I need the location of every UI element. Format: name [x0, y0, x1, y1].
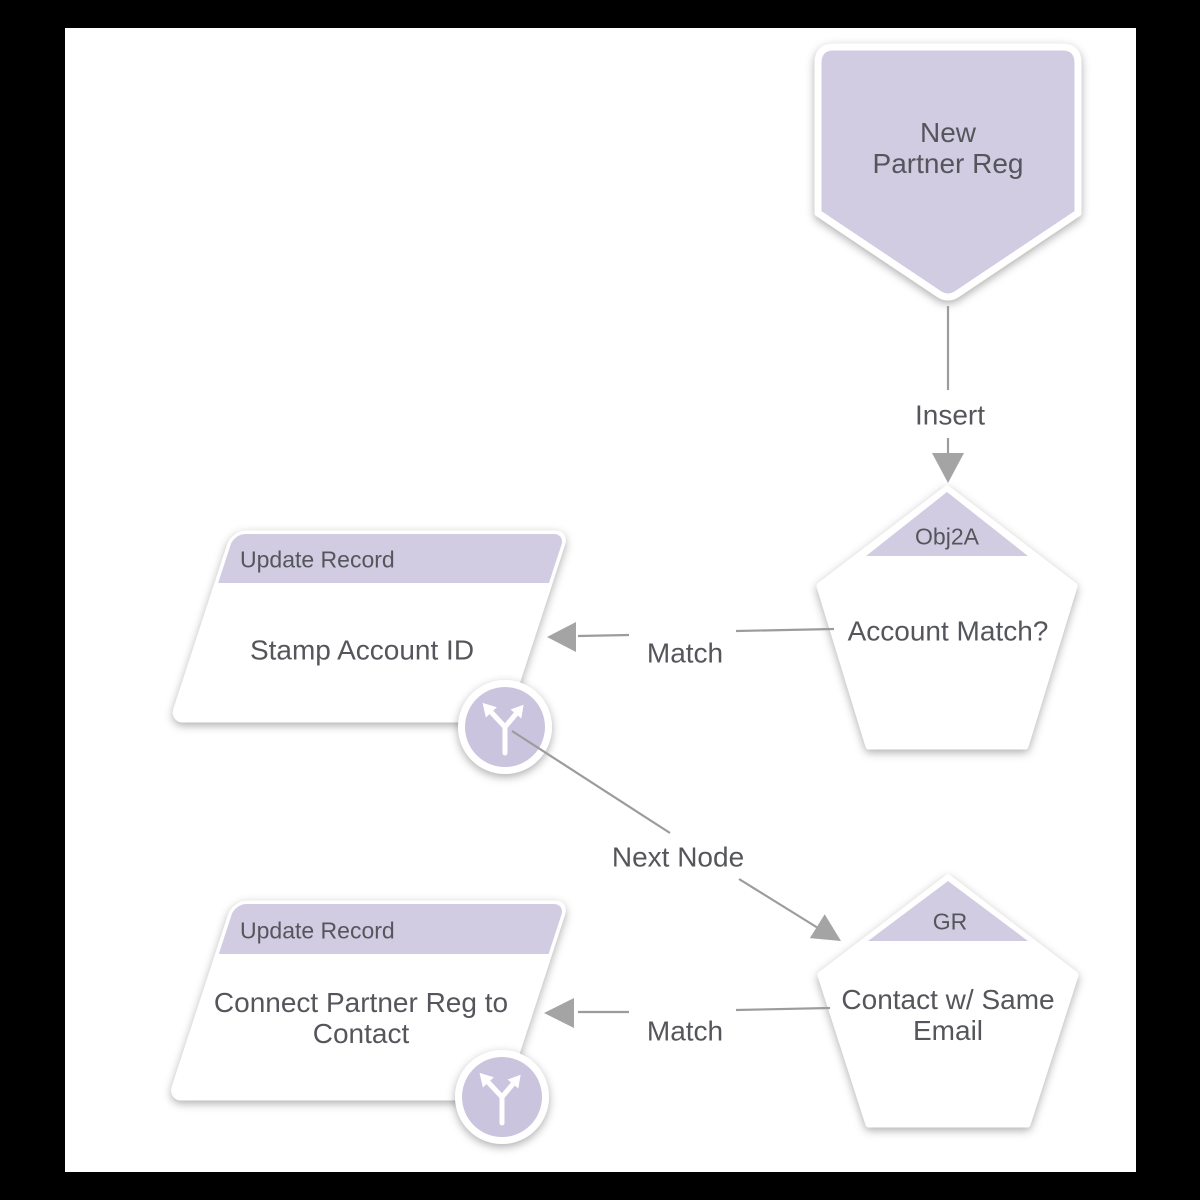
insert-arrowhead-icon	[932, 453, 964, 483]
branch-icon	[482, 702, 524, 756]
next-node-edge	[511, 730, 841, 941]
match2-arrowhead-icon	[544, 998, 574, 1028]
match1-arrowhead-icon	[547, 622, 576, 652]
action2-header-band	[218, 904, 566, 954]
start-node-shape[interactable]	[814, 43, 1082, 301]
branch-icon	[479, 1072, 521, 1126]
match2-edge	[544, 998, 831, 1028]
decision2-badge-triangle	[868, 881, 1028, 941]
insert-edge	[932, 306, 964, 483]
match1-edge	[547, 622, 835, 652]
action1-header-band	[218, 534, 566, 583]
decision1-badge-triangle	[866, 492, 1028, 556]
next-node-arrowhead-icon	[809, 914, 841, 941]
